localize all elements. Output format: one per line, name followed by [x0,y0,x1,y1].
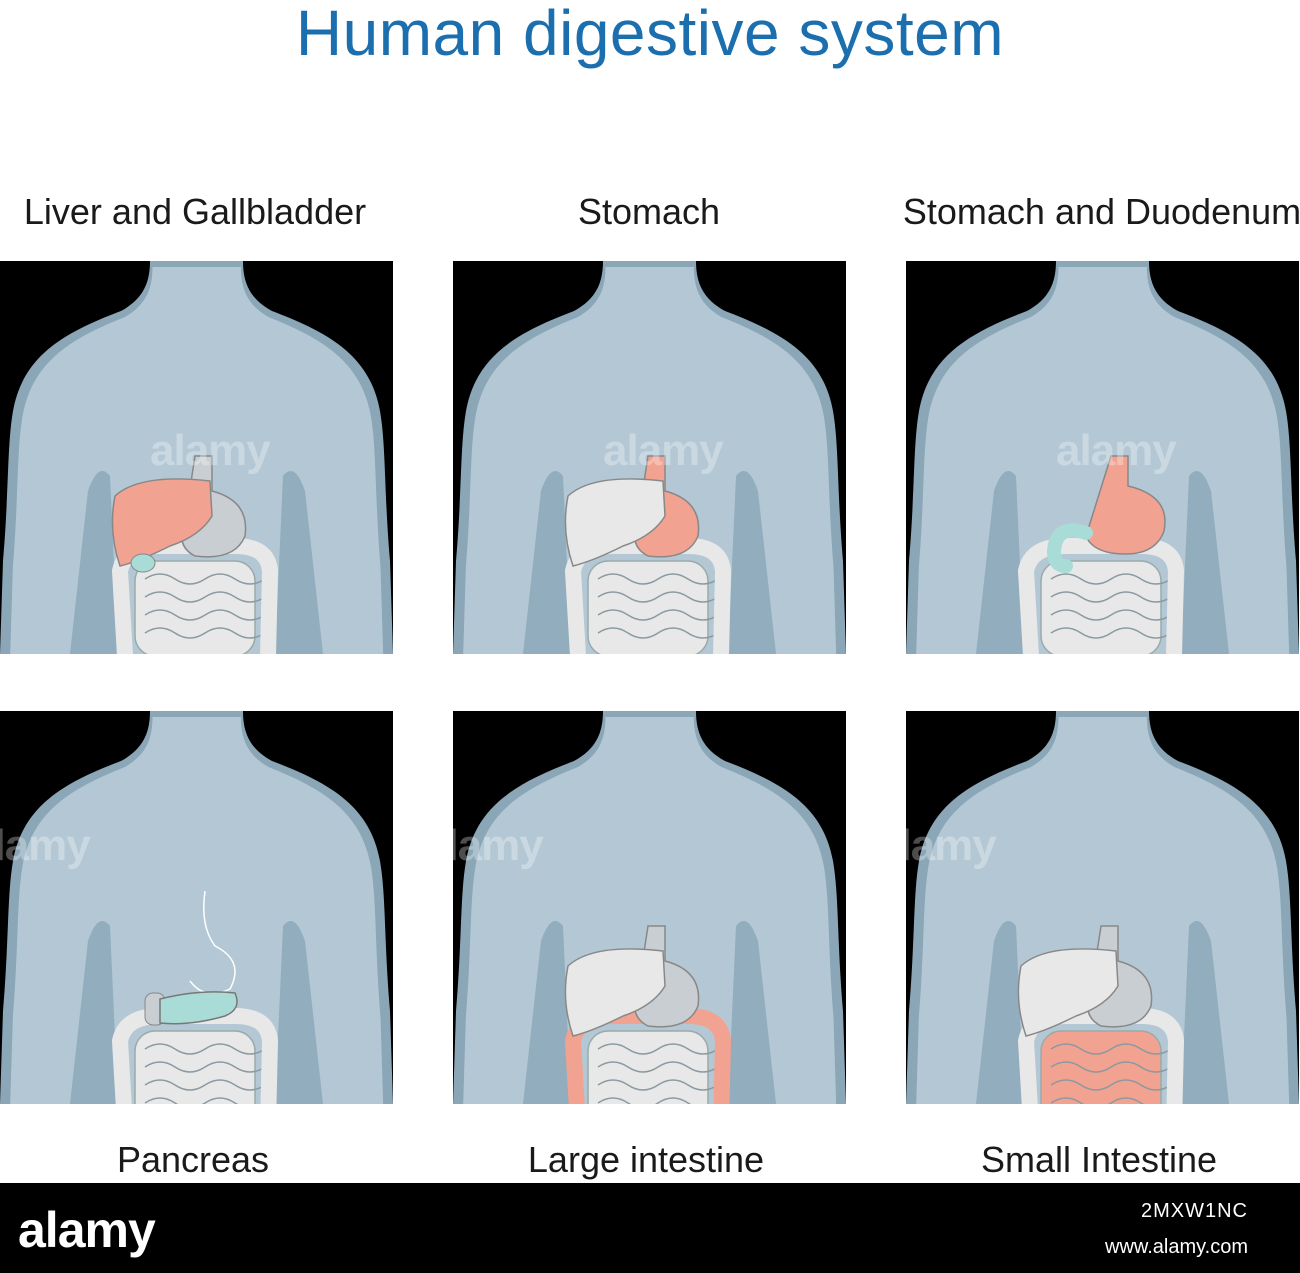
arm-line [70,471,323,654]
label-pancreas: Pancreas [116,1139,270,1180]
panel-small-intestine: alamy [906,711,1299,1104]
footer-site: www.alamy.com [1105,1236,1248,1258]
small-intestine [1040,560,1162,654]
torso-illustration [0,261,393,654]
panel-stomach-duodenum: alamy [906,261,1299,654]
torso-illustration [453,711,846,1104]
liver [564,478,666,567]
intestine-fold [597,627,719,639]
small-intestine [1040,1030,1162,1104]
intestine-fold [1050,1097,1172,1104]
arm-line [523,921,776,1104]
organs [1017,455,1185,654]
intestine-fold [144,1079,266,1091]
intestine-fold [597,609,719,621]
small-intestine [587,1030,709,1104]
intestine-fold [1050,1079,1172,1091]
organs [564,925,732,1104]
small-intestine [134,560,256,654]
intestine-fold [597,573,719,585]
liver [564,948,666,1037]
torso-illustration [906,711,1299,1104]
page-title: Human digestive system [295,0,1005,69]
watermark: alamy [453,821,544,870]
arm-line [70,921,323,1104]
small-intestine [587,560,709,654]
panel-liver-gallbladder: alamy [0,261,393,654]
watermark: alamy [1056,426,1177,475]
intestine-fold [144,1097,266,1104]
label-large-intestine: Large intestine [527,1139,765,1180]
small-intestine [134,1030,256,1104]
arm-line [523,471,776,654]
label-small-intestine: Small Intestine [980,1139,1218,1180]
intestine-fold [1050,573,1172,585]
intestine-fold [144,1043,266,1055]
footer-bar: alamy 2MXW1NC www.alamy.com [0,1183,1300,1273]
intestine-fold [1050,627,1172,639]
duodenum [1046,523,1093,573]
label-stomach-duodenum: Stomach and Duodenum [902,191,1300,232]
intestine-fold [1050,591,1172,603]
arm-line [976,921,1229,1104]
label-liver-gallbladder: Liver and Gallbladder [23,191,367,232]
intestine-fold [144,591,266,603]
watermark: alamy [150,426,271,475]
panel-stomach: alamy [453,261,846,654]
organs [1017,925,1185,1104]
intestine-fold [597,591,719,603]
torso-illustration [0,711,393,1104]
intestine-fold [1050,1043,1172,1055]
pancreas [159,991,238,1025]
watermark: alamy [603,426,724,475]
watermark: alamy [906,821,997,870]
torso-illustration [906,261,1299,654]
arm-line [976,471,1229,654]
watermark: alamy [0,821,91,870]
intestine-fold [144,627,266,639]
organs [564,455,732,654]
panel-large-intestine: alamy [453,711,846,1104]
footer-image-id: 2MXW1NC [1140,1200,1248,1222]
intestine-fold [597,1097,719,1104]
intestine-fold [144,573,266,585]
footer-brand-logo: alamy [18,1202,156,1258]
liver [1017,948,1119,1037]
intestine-fold [1050,609,1172,621]
intestine-fold [144,1061,266,1073]
torso-illustration [453,261,846,654]
intestine-fold [144,609,266,621]
gallbladder [130,553,156,573]
intestine-fold [597,1079,719,1091]
liver [111,478,213,567]
label-stomach: Stomach [577,191,721,232]
intestine-fold [1050,1061,1172,1073]
organs [111,890,279,1104]
intestine-fold [597,1061,719,1073]
stomach [1085,455,1166,555]
organs [111,455,279,654]
intestine-fold [597,1043,719,1055]
panel-pancreas: alamy [0,711,393,1104]
